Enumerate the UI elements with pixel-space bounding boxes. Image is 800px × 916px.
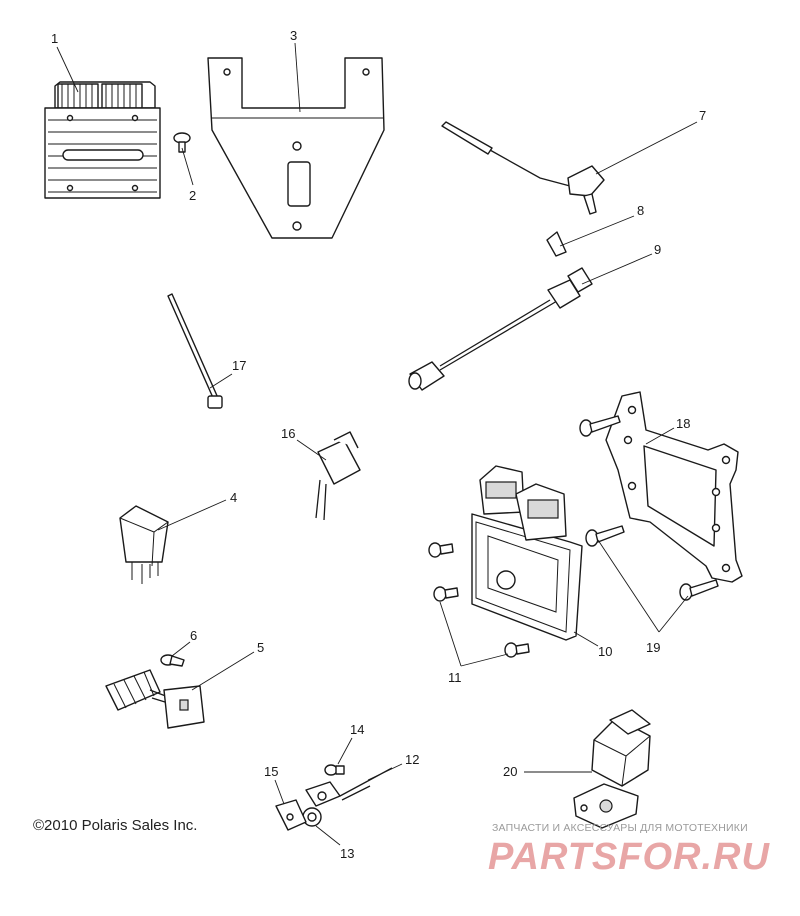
callout-8: 8 [637, 203, 644, 218]
copyright-notice: ©2010 Polaris Sales Inc. [33, 817, 198, 834]
part-15-gasket [275, 799, 307, 831]
part-7-sensor-cable [441, 121, 605, 215]
part-16-relay-socket [315, 431, 361, 521]
callout-19: 19 [646, 640, 660, 655]
callout-13: 13 [340, 846, 354, 861]
part-13-o-ring [302, 807, 322, 827]
callout-10: 10 [598, 644, 612, 659]
callout-5: 5 [257, 640, 264, 655]
callout-15: 15 [264, 764, 278, 779]
callout-3: 3 [290, 28, 297, 43]
part-19-bolts [579, 415, 719, 601]
part-20-map-sensor [573, 709, 651, 829]
part-18-ecu-bracket [605, 391, 743, 583]
part-11-screws [428, 542, 530, 658]
callout-14: 14 [350, 722, 364, 737]
callout-1: 1 [51, 31, 58, 46]
part-8-pin [546, 231, 567, 257]
callout-4: 4 [230, 490, 237, 505]
part-12-sensor [305, 767, 393, 807]
callout-6: 6 [190, 628, 197, 643]
part-5-connector-harness [105, 669, 205, 729]
watermark-logo: PARTSFOR.RU [488, 836, 770, 878]
callout-7: 7 [699, 108, 706, 123]
part-17-cable-tie [167, 293, 223, 409]
part-2-screw [173, 132, 191, 153]
callout-2: 2 [189, 188, 196, 203]
part-14-screw [324, 764, 345, 776]
callout-18: 18 [676, 416, 690, 431]
leader-lines [56, 42, 698, 846]
callout-17: 17 [232, 358, 246, 373]
part-3-bracket [207, 57, 385, 239]
callout-16: 16 [281, 426, 295, 441]
part-1-voltage-regulator [44, 81, 161, 199]
part-9-harness [408, 267, 593, 391]
callout-labels: 1 2 3 4 5 6 7 8 9 10 11 12 13 14 15 16 1… [51, 28, 706, 861]
callout-12: 12 [405, 752, 419, 767]
callout-9: 9 [654, 242, 661, 257]
part-6-screw [160, 654, 185, 667]
callout-11: 11 [448, 670, 462, 685]
part-4-relay [119, 505, 169, 584]
callout-20: 20 [503, 764, 517, 779]
watermark-tagline: ЗАПЧАСТИ И АКСЕССУАРЫ ДЛЯ МОТОТЕХНИКИ [492, 822, 748, 834]
part-10-ecu [471, 465, 583, 641]
